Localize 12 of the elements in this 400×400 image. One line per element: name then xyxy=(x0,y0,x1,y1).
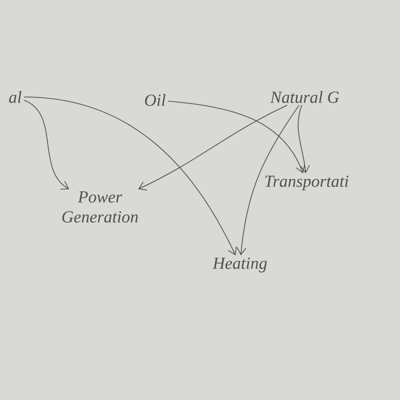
arrow xyxy=(298,104,310,174)
arrow xyxy=(24,96,237,256)
handwritten-label: Transportati xyxy=(265,176,348,190)
handwritten-label: Oil xyxy=(145,94,166,106)
arrow xyxy=(236,104,300,256)
arrow xyxy=(24,100,70,190)
arrow xyxy=(168,100,306,174)
handwritten-label: Heating xyxy=(212,258,267,272)
handwritten-label: al xyxy=(9,91,22,103)
arrow xyxy=(138,104,288,190)
handwritten-label: Natural G xyxy=(270,91,339,103)
handwritten-label: Power Generation xyxy=(62,191,138,223)
